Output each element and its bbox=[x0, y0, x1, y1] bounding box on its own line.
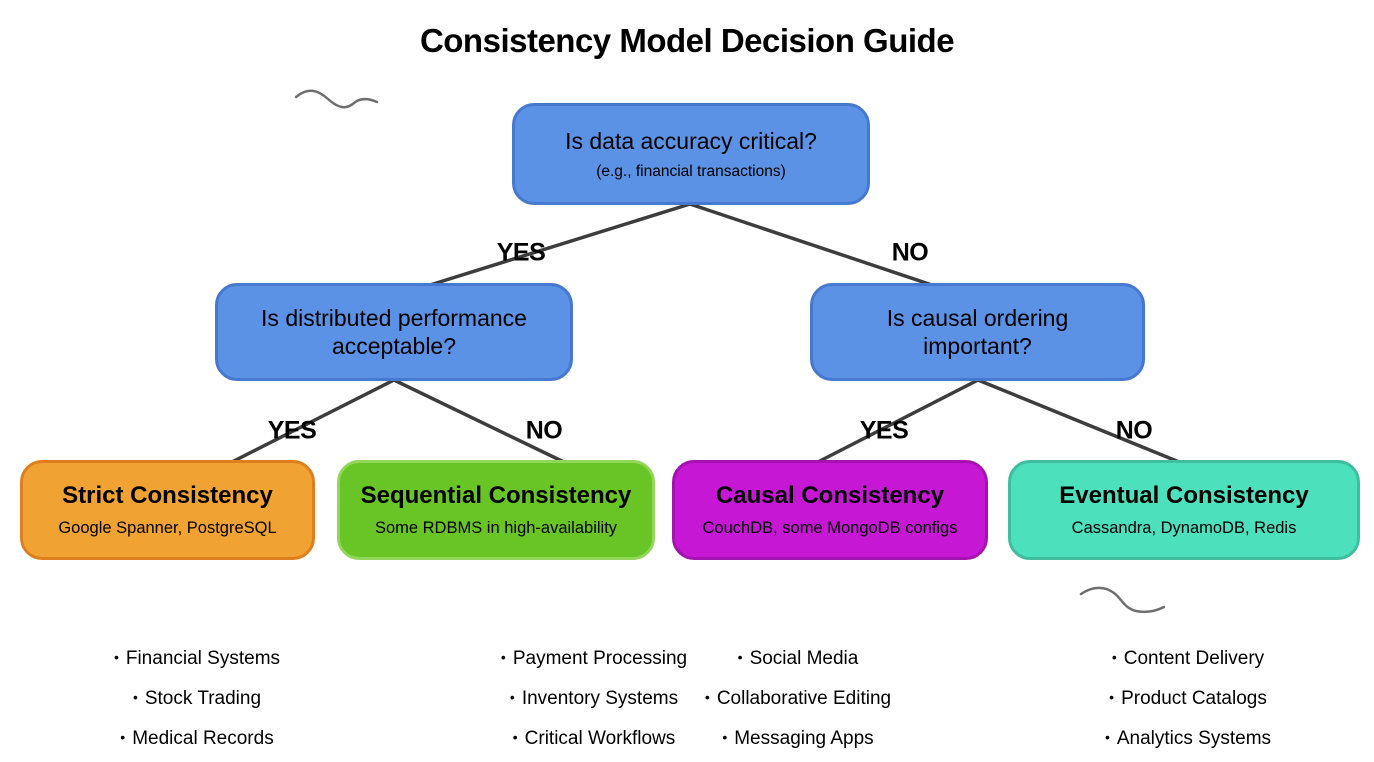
bullet-icon bbox=[120, 728, 132, 749]
squiggle-decoration-top bbox=[294, 89, 379, 109]
question-text: Is data accuracy critical? bbox=[565, 127, 817, 154]
bullet-icon bbox=[114, 648, 126, 669]
bullet-icon bbox=[513, 728, 525, 749]
use-case-column-causal: Social Media Collaborative Editing Messa… bbox=[668, 648, 928, 750]
question-node-distributed-performance: Is distributed performance acceptable? bbox=[215, 283, 573, 381]
bullet-icon bbox=[1112, 648, 1124, 669]
result-examples: Some RDBMS in high-availability bbox=[374, 519, 618, 537]
use-case-item: Payment Processing bbox=[464, 648, 724, 670]
result-examples: Google Spanner, PostgreSQL bbox=[58, 519, 277, 537]
edge-causal-no bbox=[976, 378, 1186, 466]
bullet-icon bbox=[133, 688, 145, 709]
use-case-label: Stock Trading bbox=[144, 688, 262, 709]
result-node-strict-consistency: Strict Consistency Google Spanner, Postg… bbox=[20, 460, 315, 560]
bullet-icon bbox=[738, 648, 750, 669]
edge-root-no bbox=[688, 202, 934, 287]
result-title: Eventual Consistency bbox=[1059, 482, 1309, 509]
use-case-column-strict: Financial Systems Stock Trading Medical … bbox=[57, 648, 337, 750]
use-case-item: Messaging Apps bbox=[668, 728, 928, 750]
bullet-icon bbox=[705, 688, 717, 709]
result-node-eventual-consistency: Eventual Consistency Cassandra, DynamoDB… bbox=[1008, 460, 1360, 560]
result-title: Strict Consistency bbox=[62, 482, 273, 509]
edge-label-no: NO bbox=[525, 416, 563, 445]
edge-causal-yes bbox=[812, 378, 980, 466]
page-title: Consistency Model Decision Guide bbox=[419, 22, 955, 59]
use-case-item: Medical Records bbox=[57, 728, 337, 750]
use-case-column-sequential: Payment Processing Inventory Systems Cri… bbox=[464, 648, 724, 750]
result-title: Sequential Consistency bbox=[360, 482, 632, 509]
use-case-item: Product Catalogs bbox=[1048, 688, 1328, 710]
bullet-icon bbox=[501, 648, 513, 669]
result-examples: Cassandra, DynamoDB, Redis bbox=[1071, 519, 1297, 537]
bullet-icon bbox=[1109, 688, 1121, 709]
use-case-label: Analytics Systems bbox=[1116, 728, 1272, 749]
edge-root-yes bbox=[428, 202, 692, 287]
use-case-label: Payment Processing bbox=[512, 648, 688, 669]
result-node-sequential-consistency: Sequential Consistency Some RDBMS in hig… bbox=[337, 460, 655, 560]
use-case-item: Collaborative Editing bbox=[668, 688, 928, 710]
use-case-label: Product Catalogs bbox=[1121, 688, 1267, 709]
edge-performance-yes bbox=[226, 378, 396, 466]
bullet-icon bbox=[510, 688, 522, 709]
use-case-label: Social Media bbox=[749, 648, 859, 669]
use-case-item: Analytics Systems bbox=[1048, 728, 1328, 750]
use-case-item: Social Media bbox=[668, 648, 928, 670]
question-text: Is distributed performance acceptable? bbox=[261, 305, 527, 359]
question-text: Is causal ordering important? bbox=[886, 305, 1069, 359]
result-node-causal-consistency: Causal Consistency CouchDB, some MongoDB… bbox=[672, 460, 988, 560]
edge-label-yes: YES bbox=[859, 416, 909, 445]
question-hint: (e.g., financial transactions) bbox=[596, 162, 786, 180]
use-case-label: Medical Records bbox=[132, 728, 274, 749]
use-case-item: Critical Workflows bbox=[464, 728, 724, 750]
use-case-label: Content Delivery bbox=[1123, 648, 1265, 669]
use-case-label: Messaging Apps bbox=[734, 728, 874, 749]
edge-performance-no bbox=[392, 378, 570, 466]
edge-label-no: NO bbox=[891, 238, 929, 267]
use-case-item: Content Delivery bbox=[1048, 648, 1328, 670]
use-case-item: Stock Trading bbox=[57, 688, 337, 710]
bullet-icon bbox=[722, 728, 734, 749]
use-case-item: Financial Systems bbox=[57, 648, 337, 670]
bullet-icon bbox=[1105, 728, 1117, 749]
use-case-label: Critical Workflows bbox=[524, 728, 676, 749]
result-title: Causal Consistency bbox=[715, 482, 945, 509]
use-case-label: Collaborative Editing bbox=[716, 688, 892, 709]
question-node-data-accuracy: Is data accuracy critical? (e.g., financ… bbox=[512, 103, 870, 205]
use-case-column-eventual: Content Delivery Product Catalogs Analyt… bbox=[1048, 648, 1328, 750]
edge-label-yes: YES bbox=[496, 238, 546, 267]
use-case-label: Inventory Systems bbox=[521, 688, 679, 709]
squiggle-decoration-bottom bbox=[1079, 586, 1166, 614]
question-node-causal-ordering: Is causal ordering important? bbox=[810, 283, 1145, 381]
edge-label-yes: YES bbox=[267, 416, 317, 445]
use-case-item: Inventory Systems bbox=[464, 688, 724, 710]
result-examples: CouchDB, some MongoDB configs bbox=[702, 519, 958, 537]
edge-label-no: NO bbox=[1115, 416, 1153, 445]
use-case-label: Financial Systems bbox=[125, 648, 281, 669]
